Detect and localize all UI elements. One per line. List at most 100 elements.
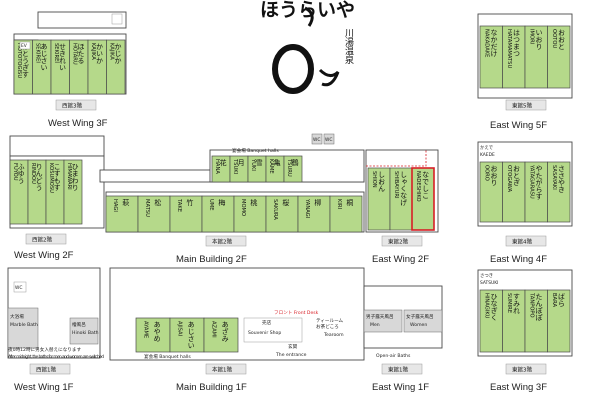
logo-ink-circle <box>272 44 314 94</box>
svg-text:はつまつ: はつまつ <box>512 29 520 57</box>
svg-text:OTOGAWA: OTOGAWA <box>506 165 512 192</box>
svg-text:やたがらす: やたがらす <box>535 165 543 200</box>
svg-text:KAJIKA: KAJIKA <box>109 43 115 60</box>
floor-badge-east3f: 東館3階 <box>505 363 547 375</box>
caption-west2f: West Wing 2F <box>14 250 74 261</box>
svg-text:ささやき: ささやき <box>557 165 565 193</box>
svg-text:いおり: いおり <box>535 29 543 50</box>
svg-text:しおん: しおん <box>378 171 386 192</box>
caption-east5f: East Wing 5F <box>490 120 547 131</box>
svg-text:しゃくなげ: しゃくなげ <box>400 171 408 207</box>
satsuki-en: SATSUKI <box>480 280 498 286</box>
svg-text:SEKIREI: SEKIREI <box>35 43 41 63</box>
floor-badge-west1f: 西館1階 <box>29 363 71 375</box>
floor-badge-west3f: 西館3階 <box>55 99 97 111</box>
shop-label-jp: 売店 <box>262 319 272 326</box>
svg-text:こすもす: こすもす <box>53 163 61 191</box>
svg-text:ひまわり: ひまわり <box>71 163 79 191</box>
ev-label-w3: EV <box>21 43 27 49</box>
open-air-baths-label: Open-air Baths <box>376 353 411 359</box>
svg-text:花: 花 <box>219 158 227 167</box>
svg-text:MOMO: MOMO <box>240 199 246 216</box>
kaede-jp: かえで <box>480 144 494 151</box>
svg-text:OOTOU: OOTOU <box>551 29 557 48</box>
svg-text:HATAMAMATSU: HATAMAMATSU <box>506 29 512 68</box>
svg-text:桃: 桃 <box>250 198 258 207</box>
logo-brush-stroke <box>304 6 340 87</box>
tearoom-jp: ティールーム <box>316 318 344 324</box>
floor-east-1f: 男子露天風呂 Men 女子露天風呂 Women Open-air Baths 東… <box>363 285 443 393</box>
svg-text:東館2階: 東館2階 <box>388 238 408 246</box>
banquet-label-m1: 宴会場 Banquet halls <box>144 353 191 360</box>
svg-text:かいか: かいか <box>95 43 103 64</box>
floor-badge-west2f: 西館2階 <box>25 233 67 245</box>
svg-text:HIMAWARI: HIMAWARI <box>66 163 72 190</box>
svg-text:KOSUMOSU: KOSUMOSU <box>48 163 54 193</box>
svg-text:竹: 竹 <box>186 198 194 207</box>
svg-text:おおと: おおと <box>557 29 565 50</box>
svg-text:東館4階: 東館4階 <box>512 238 532 246</box>
caption-east1f: East Wing 1F <box>372 382 429 393</box>
svg-text:あやめ: あやめ <box>153 321 161 342</box>
svg-text:TSURU: TSURU <box>286 158 292 177</box>
svg-text:RINDOU: RINDOU <box>30 163 36 184</box>
svg-text:IMORI: IMORI <box>528 29 534 45</box>
svg-text:あじさい: あじさい <box>40 43 48 71</box>
front-desk-label: フロント Front Desk <box>274 310 319 316</box>
bath-label-w1-1: 大浴場 <box>10 313 24 320</box>
svg-text:西館2階: 西館2階 <box>32 236 52 244</box>
svg-text:すみれ: すみれ <box>512 293 520 314</box>
svg-text:TANPOPO: TANPOPO <box>528 292 534 318</box>
svg-text:かじか: かじか <box>114 43 122 64</box>
floor-badge-east1f: 東館1階 <box>381 363 423 375</box>
banquet-label-m2: 宴会場 Banquet halls <box>232 147 279 154</box>
bath-label-e1-2: Men <box>370 322 380 328</box>
svg-text:HOTARU: HOTARU <box>72 43 78 65</box>
floor-badge-east2f: 東館2階 <box>381 235 423 247</box>
bath-label-e1-1: 男子露天風呂 <box>366 313 394 320</box>
svg-text:SHION: SHION <box>371 171 377 188</box>
tearoom-jp2: お茶どころ <box>316 323 339 330</box>
svg-text:桐: 桐 <box>346 198 354 206</box>
svg-text:松: 松 <box>154 198 162 207</box>
svg-text:月: 月 <box>237 159 245 167</box>
svg-text:梅: 梅 <box>218 198 226 207</box>
svg-text:OORO: OORO <box>483 165 489 181</box>
entrance-jp: 玄関 <box>288 343 298 350</box>
svg-text:柳: 柳 <box>314 198 322 207</box>
bath-label-e1-4: Women <box>410 322 427 328</box>
svg-text:なかだけ: なかだけ <box>490 29 498 57</box>
svg-text:東館1階: 東館1階 <box>388 366 408 374</box>
caption-west3f: West Wing 3F <box>48 118 108 129</box>
svg-text:YUKI: YUKI <box>250 158 256 171</box>
svg-text:本館1階: 本館1階 <box>212 366 232 374</box>
svg-text:HOTOTOGISU: HOTOTOGISU <box>16 43 22 78</box>
caption-main2f: Main Building 2F <box>176 254 247 265</box>
bath-label-w1-3: 檜風呂 <box>72 321 86 328</box>
svg-text:おとぎ: おとぎ <box>512 165 520 186</box>
svg-text:おおり: おおり <box>490 165 498 186</box>
svg-text:SUMIRE: SUMIRE <box>506 293 512 313</box>
